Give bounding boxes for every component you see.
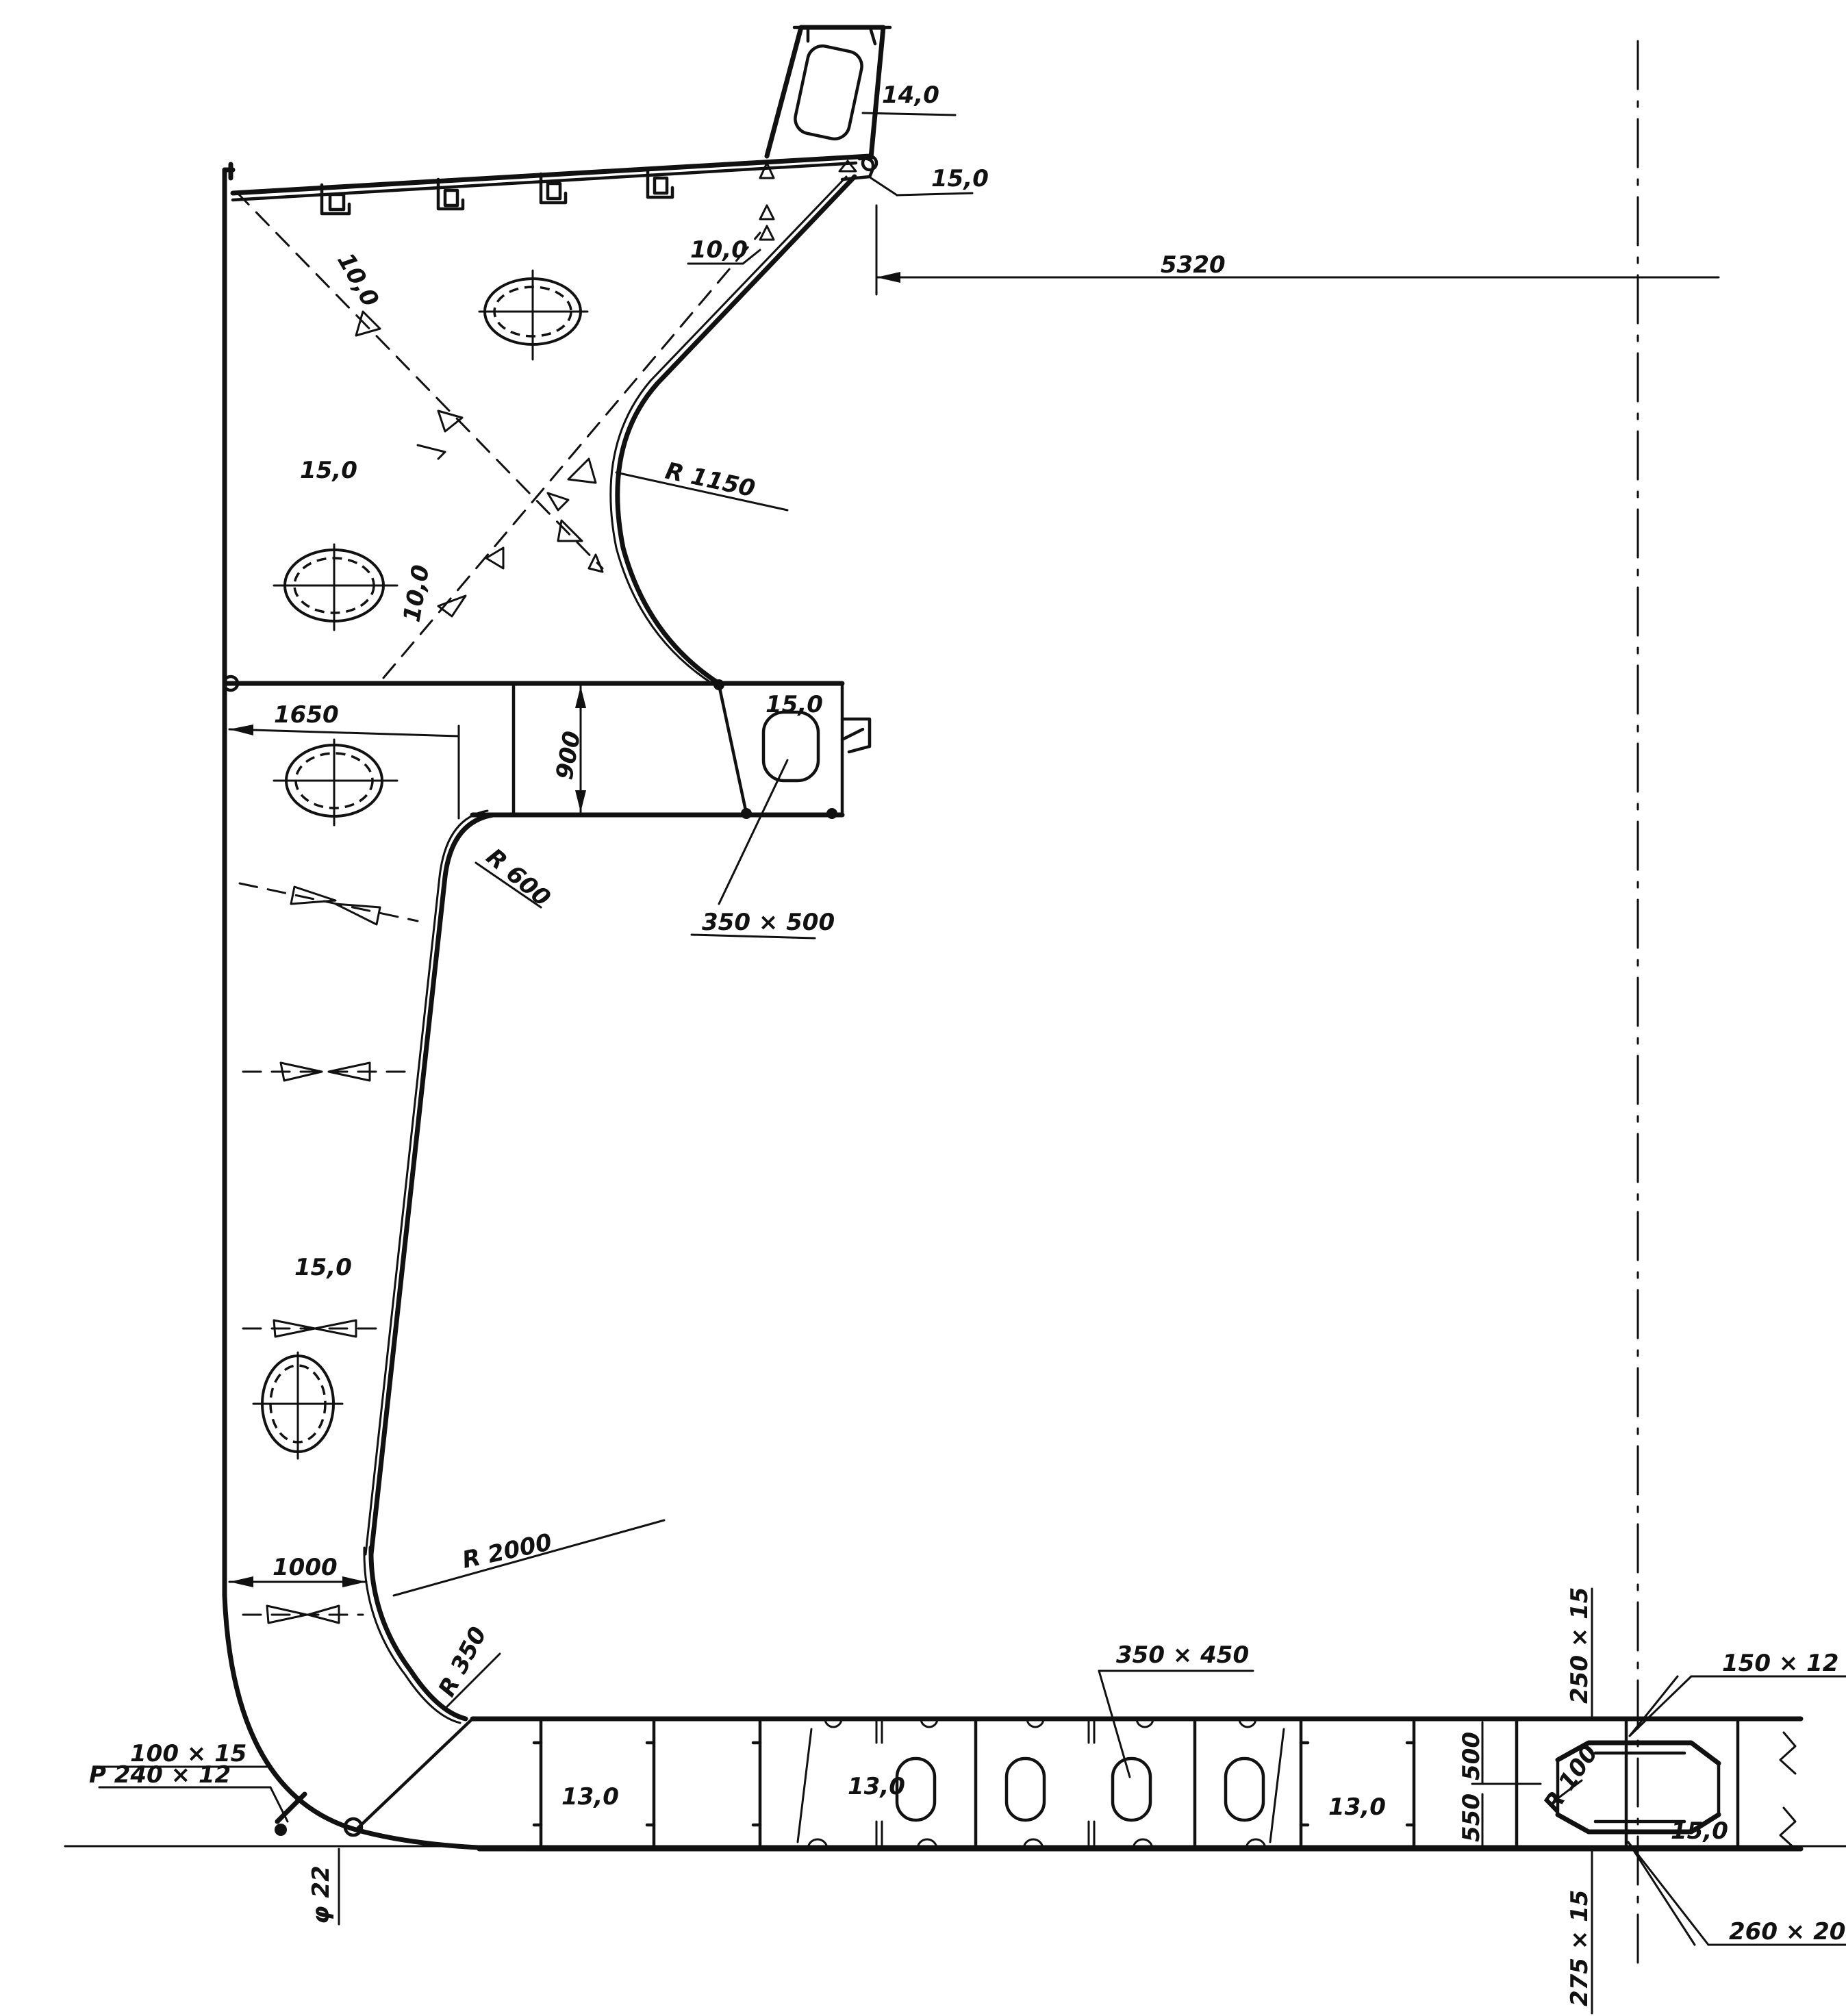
label-side-tank-thickness: 15,0 xyxy=(294,1254,352,1281)
label-radius-upper: R 1150 xyxy=(663,457,757,503)
label-opening-bottom: 350 × 450 xyxy=(1116,1641,1249,1669)
label-keel-thickness: 15,0 xyxy=(1671,1817,1728,1845)
label-girder-thickness: 15,0 xyxy=(766,691,823,718)
label-floor-thickness-1: 13,0 xyxy=(561,1783,619,1811)
label-floor-thickness-2: 13,0 xyxy=(848,1773,905,1800)
label-bolt-diameter: φ 22 xyxy=(307,1865,335,1924)
diagonal-struts xyxy=(235,190,761,679)
manhole-girder-level xyxy=(273,738,399,827)
label-strut-thickness-1: 10,0 xyxy=(331,249,384,312)
label-bottom-face: 260 × 20 xyxy=(1729,1918,1845,1945)
topside-tank-sloping-plate xyxy=(609,174,857,686)
label-top-bracket-thickness: 14,0 xyxy=(882,81,939,109)
keel-plate xyxy=(275,1791,307,1836)
label-web-plate: 150 × 12 xyxy=(1722,1650,1838,1677)
label-keel-face: 275 × 15 xyxy=(1566,1890,1593,2006)
double-bottom-floors xyxy=(532,1717,1797,1851)
outer-shell xyxy=(222,162,1804,1852)
label-hatch-weld-thickness: 10,0 xyxy=(690,236,748,264)
label-opening-upper: 350 × 500 xyxy=(702,909,835,936)
manholes xyxy=(252,269,589,1460)
label-floor-lower: 550 xyxy=(1458,1793,1485,1842)
label-flat-bar: 100 × 15 xyxy=(130,1740,246,1767)
manhole-deck-tank xyxy=(478,269,589,361)
label-radius-knuckle: R 600 xyxy=(481,843,555,912)
dimension-lines xyxy=(98,112,1846,2015)
hatch-coaming xyxy=(764,25,892,181)
label-top-face: 250 × 15 xyxy=(1566,1587,1593,1704)
side-weld-symbols xyxy=(238,882,419,1624)
center-girder xyxy=(1555,1740,1721,1835)
label-half-breadth: 5320 xyxy=(1161,251,1226,279)
upper-deck xyxy=(230,153,872,216)
manhole-lower-side xyxy=(252,1351,344,1460)
upper-horizontal-girder xyxy=(222,675,872,1557)
deck-longitudinals xyxy=(320,166,674,216)
label-lower-width: 1000 xyxy=(273,1554,338,1581)
label-floor-upper: 500 xyxy=(1458,1732,1485,1780)
label-radius-side: R 2000 xyxy=(460,1528,555,1574)
label-upper-tank-thickness: 15,0 xyxy=(300,457,357,484)
label-floor-thickness-3: 13,0 xyxy=(1328,1793,1386,1821)
label-strut-thickness-2: 10,0 xyxy=(398,563,435,625)
label-upper-width: 1650 xyxy=(274,701,339,729)
label-deck-corner-thickness: 15,0 xyxy=(931,165,989,192)
manhole-upper-side xyxy=(273,543,399,631)
label-radius-bilge: R 350 xyxy=(433,1622,492,1701)
label-bulb-profile: P 240 × 12 xyxy=(89,1761,231,1789)
